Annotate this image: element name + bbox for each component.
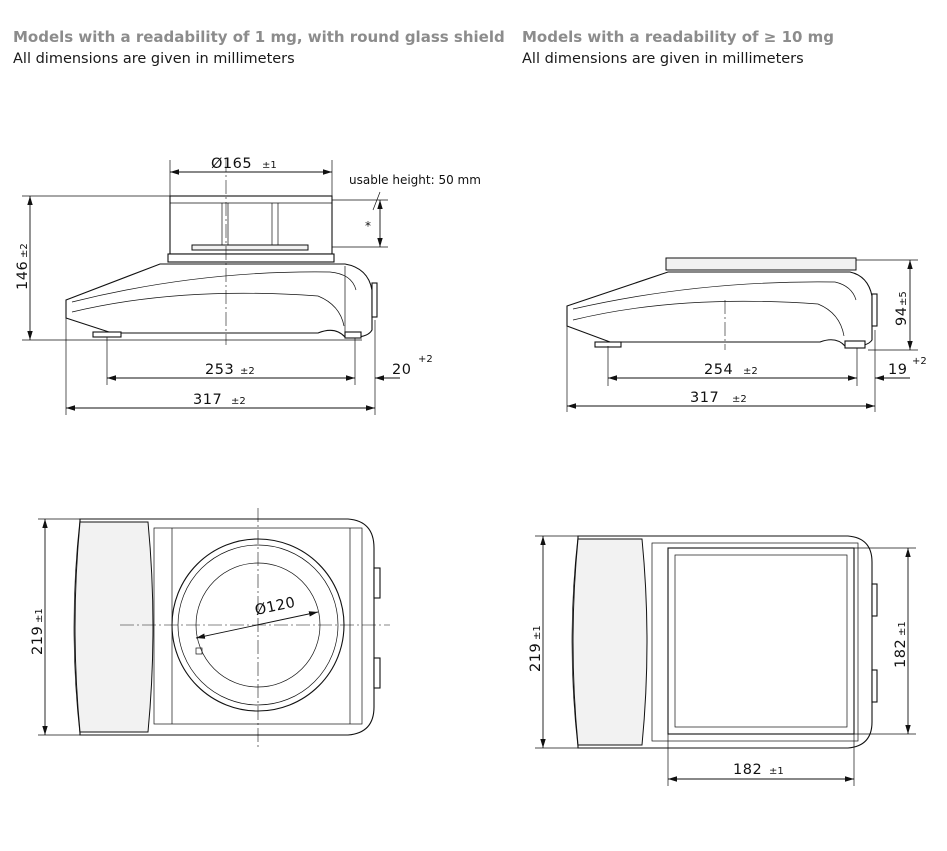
left-height-value: 146: [15, 261, 31, 290]
flat-pan: [665, 257, 857, 271]
left-heading-title: Models with a readability of 1 mg, with …: [13, 28, 505, 46]
right-length-value: 317: [690, 390, 719, 406]
left-rear-offset-tolerance: +2: [418, 354, 433, 365]
right-rear-offset-tolerance: +2: [912, 356, 927, 367]
left-side-view: Ø165 ±1 usable height: 50 mm * 146 ±2 25…: [15, 156, 481, 415]
left-length-value: 317: [193, 392, 222, 408]
glass-shield: [169, 195, 333, 255]
left-shield-diameter-value: Ø165: [211, 156, 252, 172]
balance-body: [65, 263, 373, 338]
left-length-tolerance: ±2: [231, 396, 246, 407]
right-foot-span-tolerance: ±2: [743, 366, 758, 377]
balance-body-right: [566, 271, 873, 347]
left-rear-offset-value: 20: [392, 362, 411, 378]
right-length-tolerance: ±2: [732, 394, 747, 405]
left-shield-diameter-tolerance: ±1: [262, 160, 277, 171]
right-heading-subtitle: All dimensions are given in millimeters: [522, 51, 804, 67]
right-heading-title: Models with a readability of ≥ 10 mg: [522, 28, 835, 46]
usable-height-asterisk: *: [365, 219, 371, 233]
rear-foot-right: [844, 340, 866, 349]
left-height-tolerance: ±2: [19, 243, 30, 258]
right-side-view: 94 ±5 254 ±2 19 +2 317 ±2: [566, 257, 927, 412]
weighing-pan: [191, 244, 309, 251]
right-pan-depth-value: 182: [893, 639, 909, 668]
right-top-view: 219 ±1 182 ±1 182 ±1: [528, 535, 916, 786]
front-foot: [92, 331, 122, 338]
right-height-tolerance: ±5: [898, 291, 909, 306]
left-foot-span-tolerance: ±2: [240, 366, 255, 377]
right-height-value: 94: [894, 307, 910, 326]
display-panel: [74, 521, 154, 733]
rear-foot: [344, 331, 362, 339]
square-pan: [667, 547, 855, 735]
right-pan-width-tolerance: ±1: [769, 766, 784, 777]
left-width-value: 219: [30, 626, 46, 655]
right-pan-width-value: 182: [733, 762, 762, 778]
display-panel-right: [572, 538, 648, 746]
right-width-value: 219: [528, 643, 544, 672]
right-pan-depth-tolerance: ±1: [897, 621, 908, 636]
left-width-tolerance: ±1: [34, 608, 45, 623]
right-heading: Models with a readability of ≥ 10 mg All…: [522, 26, 834, 70]
left-top-view: Ø120 219 ±1: [30, 508, 390, 748]
left-heading: Models with a readability of 1 mg, with …: [13, 26, 505, 70]
left-foot-span-value: 253: [205, 362, 234, 378]
right-width-tolerance: ±1: [532, 625, 543, 640]
right-rear-offset-value: 19: [888, 362, 907, 378]
usable-height-note: usable height: 50 mm: [349, 173, 481, 187]
right-foot-span-value: 254: [704, 362, 733, 378]
left-heading-subtitle: All dimensions are given in millimeters: [13, 51, 295, 67]
